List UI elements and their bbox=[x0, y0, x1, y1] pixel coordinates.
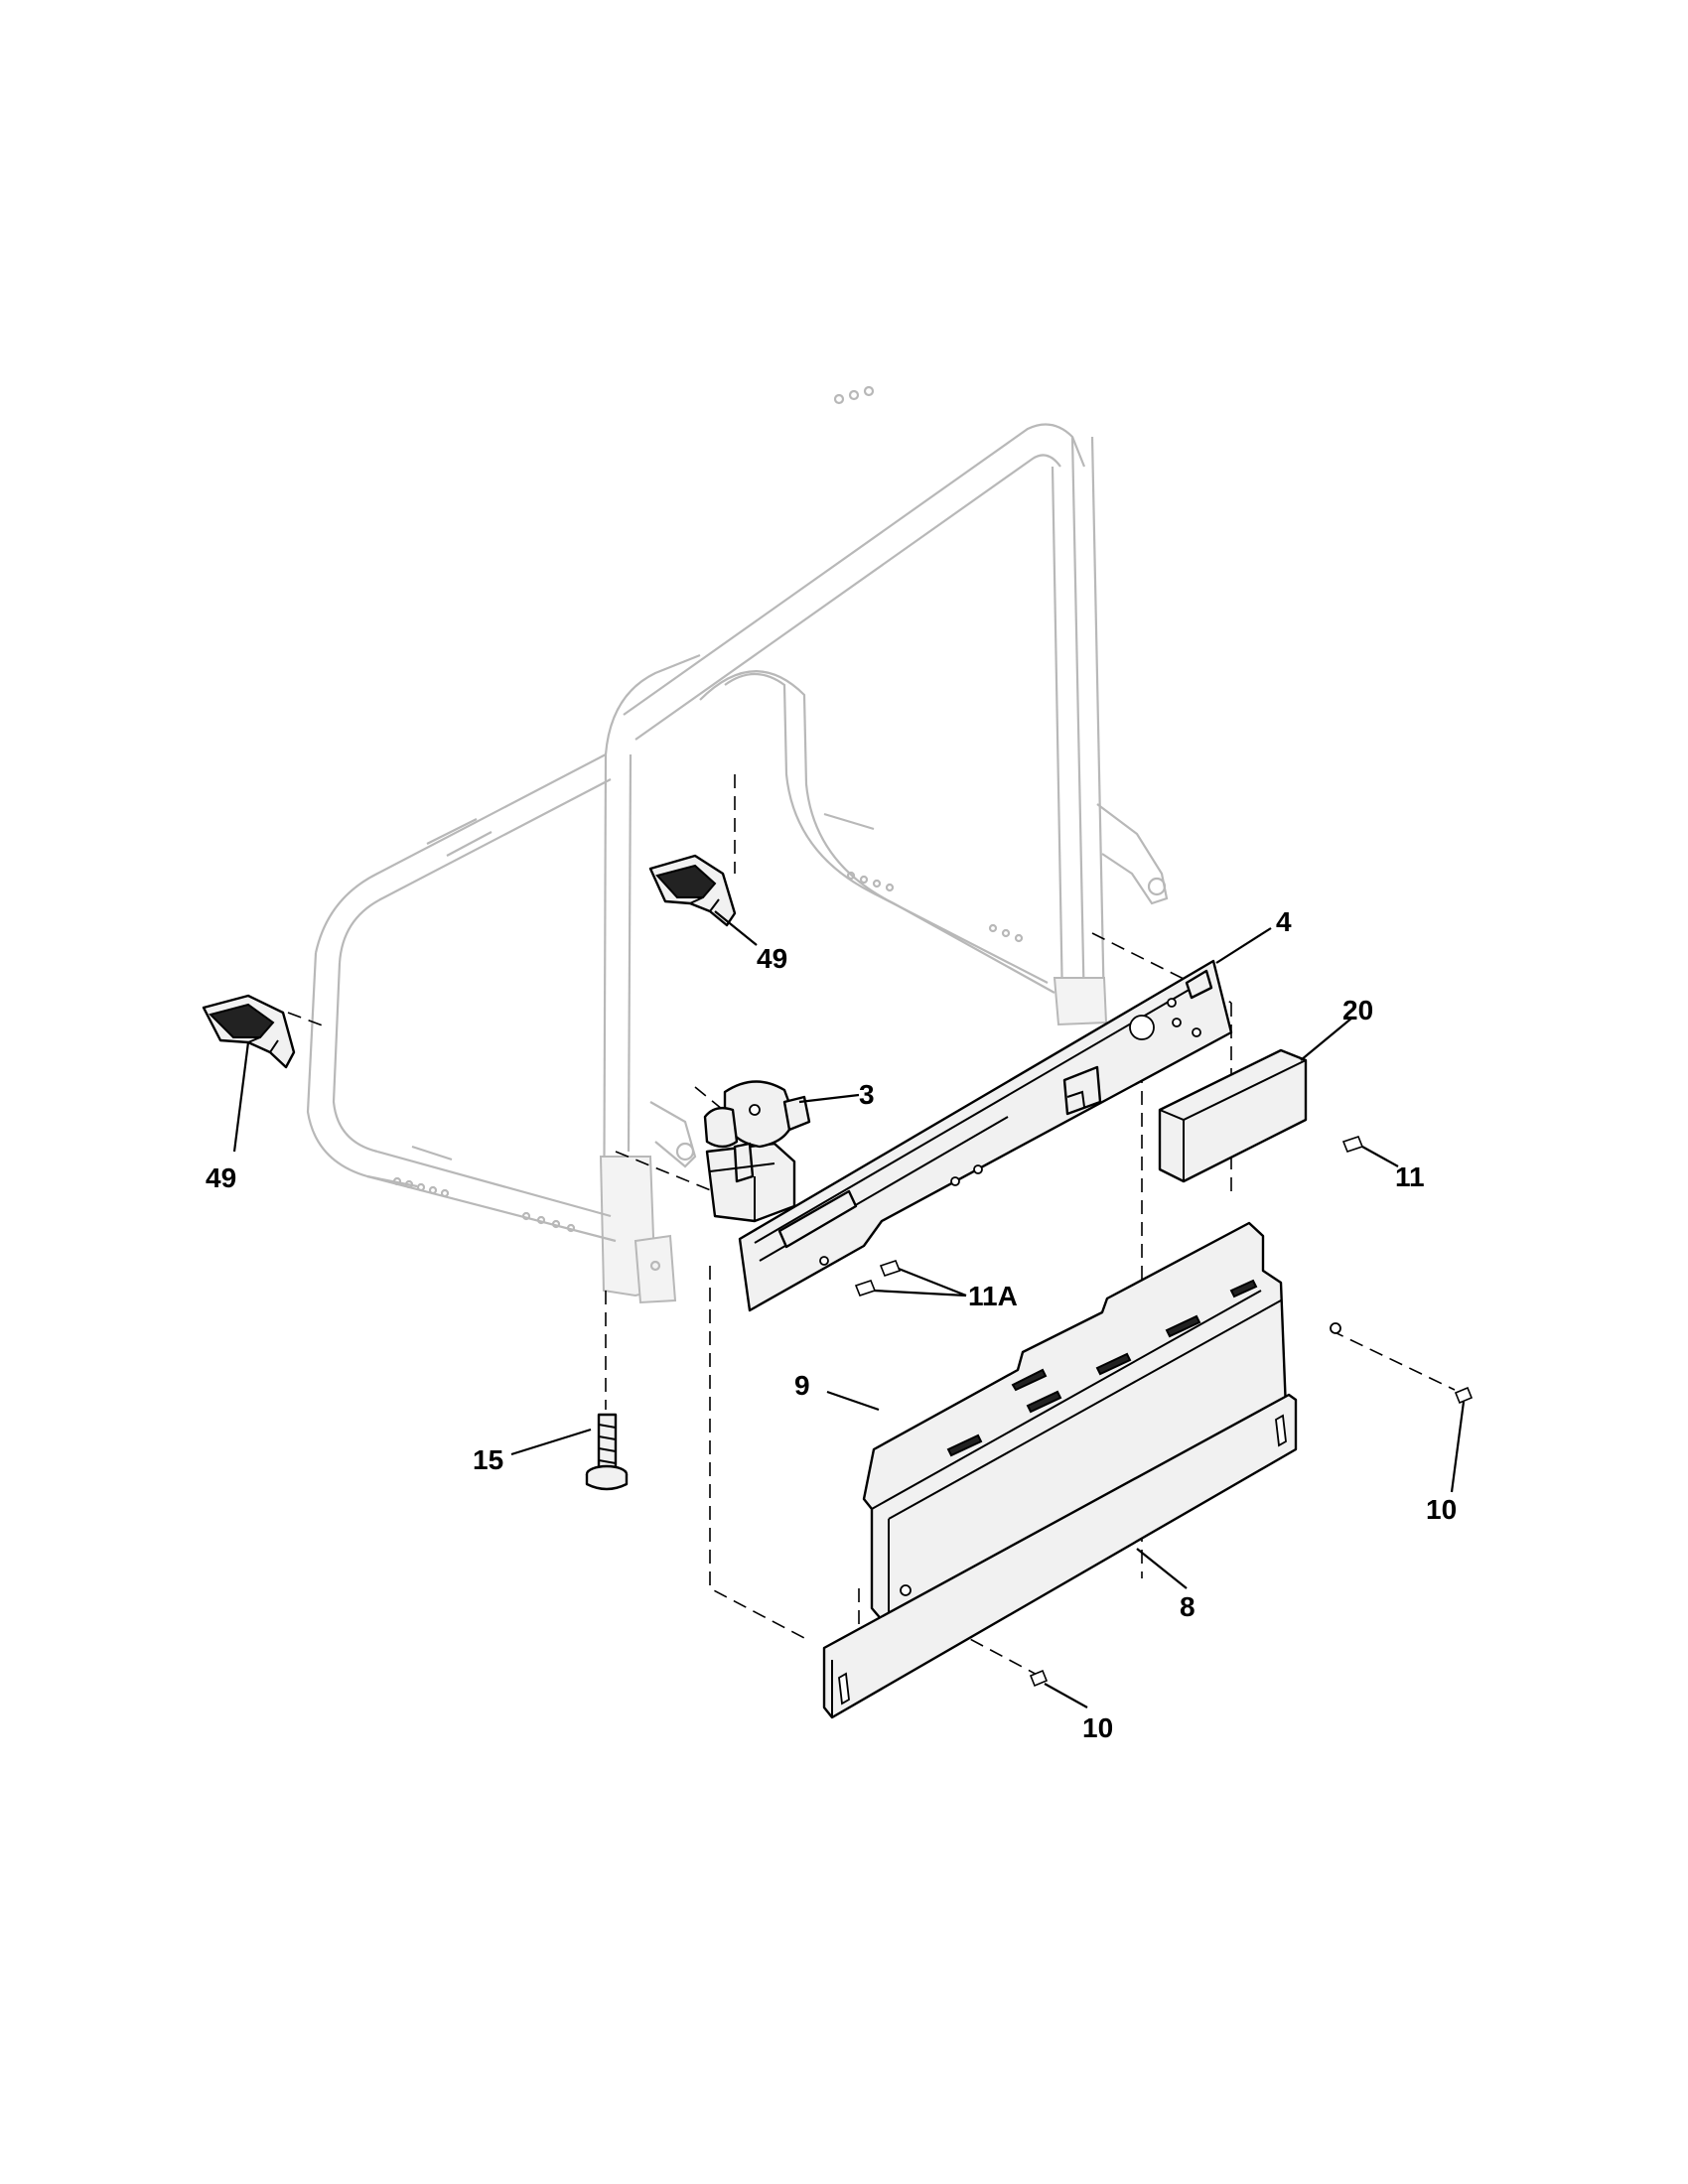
callout-20: 20 bbox=[1342, 995, 1373, 1025]
callout-11a: 11A bbox=[968, 1281, 1018, 1311]
inlet-valve-3 bbox=[703, 1080, 811, 1223]
panel-8 bbox=[822, 1393, 1298, 1719]
mounting-foot-49-right bbox=[648, 854, 737, 927]
callout-9: 9 bbox=[794, 1370, 810, 1401]
frame-slot-holes bbox=[392, 385, 1024, 1233]
callout-10-bottom: 10 bbox=[1082, 1712, 1113, 1743]
screw-11a-upper bbox=[879, 1260, 902, 1277]
leveling-leg-15 bbox=[585, 1413, 629, 1491]
callout-8: 8 bbox=[1180, 1591, 1196, 1622]
screw-11a-lower bbox=[854, 1280, 877, 1297]
leader-lines bbox=[232, 910, 1466, 1708]
callout-3: 3 bbox=[859, 1079, 875, 1110]
tub-frame-outline bbox=[306, 385, 1169, 1304]
callout-49-left: 49 bbox=[206, 1162, 236, 1193]
callout-15: 15 bbox=[473, 1444, 503, 1475]
mounting-foot-49-left bbox=[202, 994, 296, 1069]
panel-9 bbox=[862, 1221, 1341, 1630]
callout-49-right: 49 bbox=[757, 943, 787, 974]
callout-11: 11 bbox=[1395, 1161, 1425, 1192]
screw-10-right bbox=[1454, 1386, 1474, 1405]
channel-20 bbox=[1158, 1048, 1308, 1183]
callout-4: 4 bbox=[1276, 906, 1292, 937]
screw-10-bottom bbox=[1029, 1669, 1049, 1688]
brace-4 bbox=[738, 959, 1233, 1312]
callout-10-right: 10 bbox=[1426, 1494, 1457, 1525]
screw-11 bbox=[1341, 1136, 1364, 1153]
